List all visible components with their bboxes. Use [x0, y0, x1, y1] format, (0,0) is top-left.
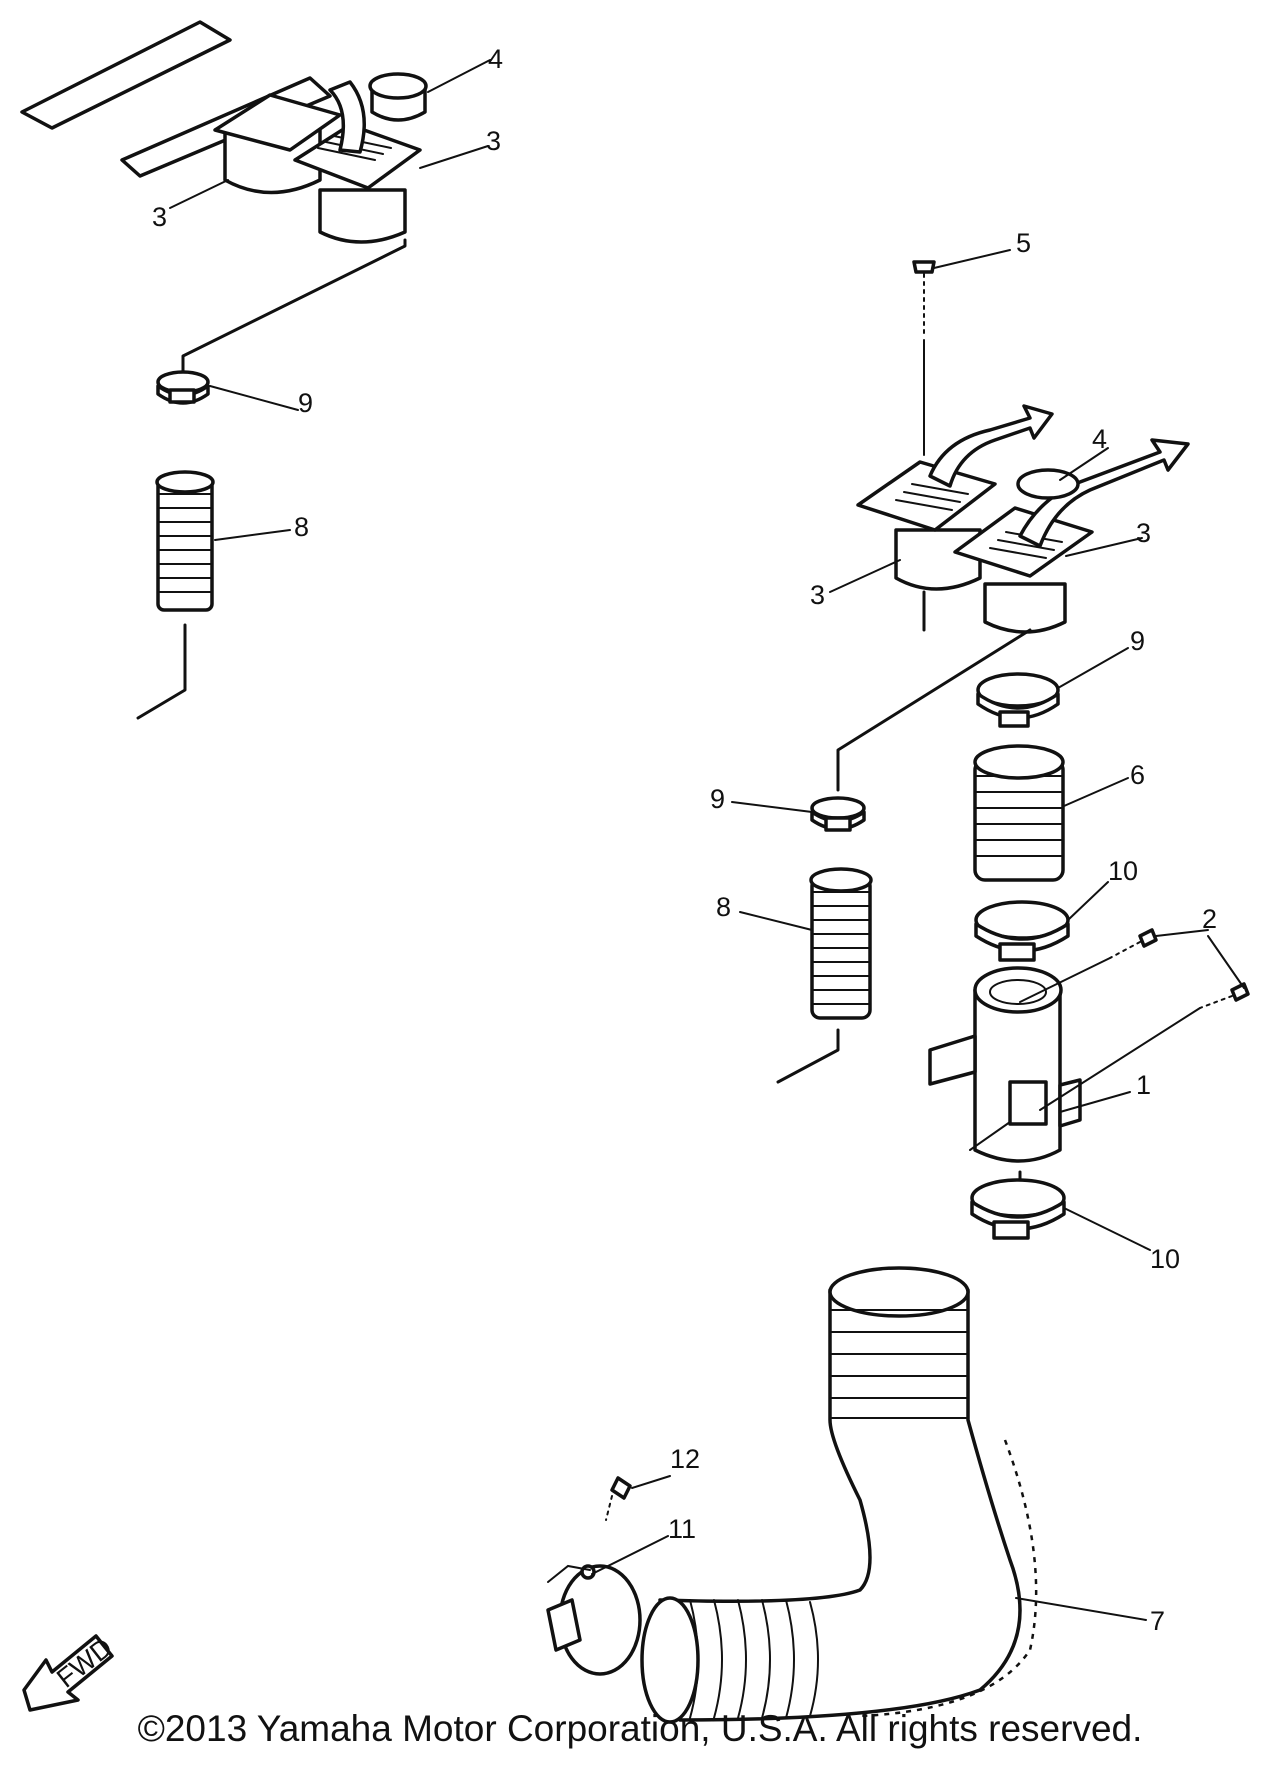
screw-5 — [912, 260, 936, 339]
callout-10-upper: 10 — [1108, 856, 1138, 886]
upper-left-bellows — [155, 470, 215, 612]
callout-numbers: 4 3 3 9 8 5 4 3 3 9 6 10 9 8 2 1 10 12 1… — [152, 44, 1217, 1636]
callout-4-right: 4 — [1092, 424, 1107, 454]
callout-2: 2 — [1202, 904, 1217, 934]
callout-3-right-front: 3 — [1136, 518, 1151, 548]
callout-9-right-upper: 9 — [1130, 626, 1145, 656]
callout-8-right-left: 8 — [716, 892, 731, 922]
right-left-bellows — [809, 867, 873, 1020]
body-1 — [928, 966, 1082, 1163]
copyright-notice: ©2013 Yamaha Motor Corporation, U.S.A. A… — [137, 1708, 1143, 1749]
callout-7: 7 — [1150, 1606, 1165, 1636]
callout-leaders — [169, 59, 1245, 1621]
clamp-11 — [546, 1564, 642, 1676]
upper-left-assembly — [20, 20, 428, 720]
callout-9-right-left: 9 — [710, 784, 725, 814]
callout-8-upper-left: 8 — [294, 512, 309, 542]
callout-4-upper: 4 — [488, 44, 503, 74]
right-assembly — [546, 260, 1250, 1724]
callout-3-upper-right: 3 — [486, 126, 501, 156]
callout-3-right-rear: 3 — [810, 580, 825, 610]
callout-5: 5 — [1016, 228, 1031, 258]
callout-12: 12 — [670, 1444, 700, 1474]
bellows-6 — [973, 744, 1065, 882]
fwd-badge-text: FWD — [51, 1632, 118, 1693]
callout-10-lower: 10 — [1150, 1244, 1180, 1274]
fwd-arrow-icon: FWD — [22, 1632, 118, 1712]
callout-6: 6 — [1130, 760, 1145, 790]
callout-3-upper-left: 3 — [152, 202, 167, 232]
callout-11: 11 — [668, 1514, 696, 1544]
callout-1: 1 — [1136, 1070, 1151, 1100]
callout-9-upper-left: 9 — [298, 388, 313, 418]
hose-7 — [640, 1266, 1038, 1724]
